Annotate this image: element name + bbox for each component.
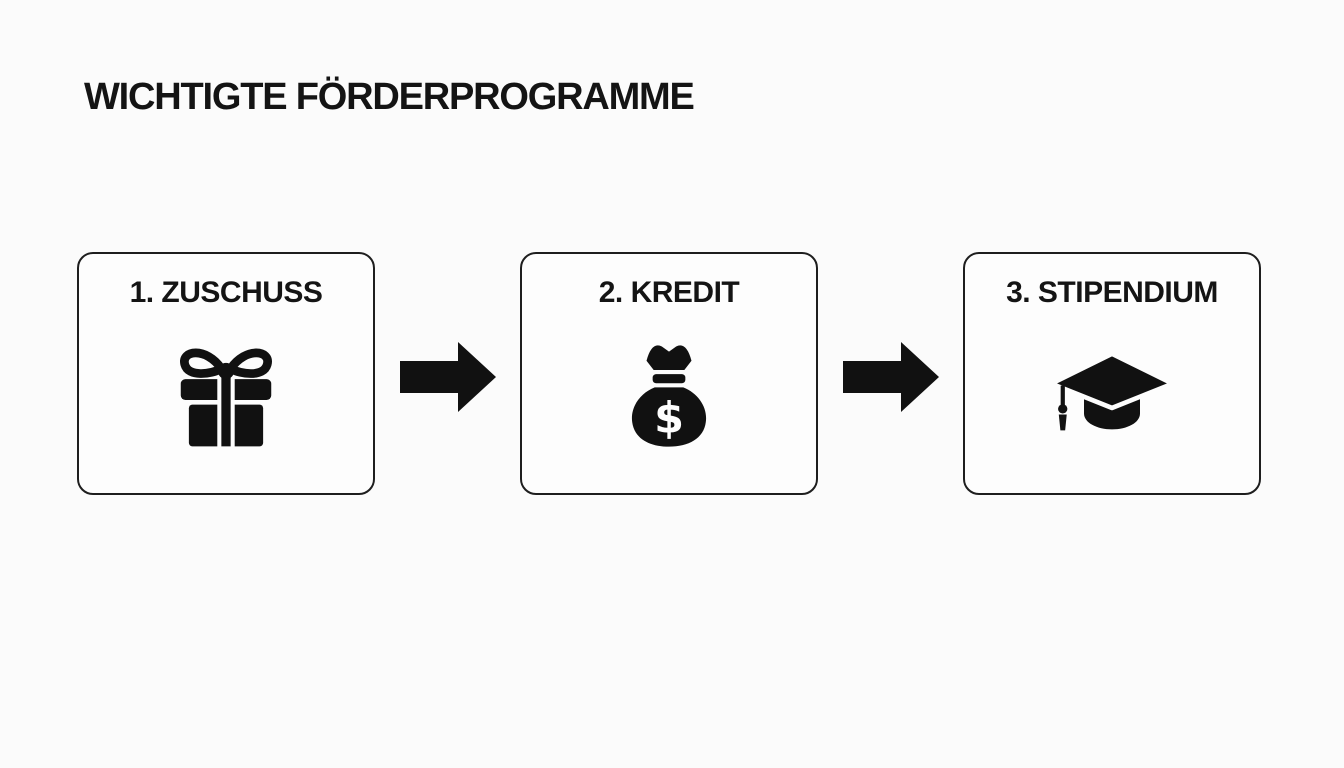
step-icon-wrap — [167, 310, 285, 493]
step-icon-wrap — [1042, 310, 1182, 493]
connector-cell — [375, 334, 520, 414]
arrow-right-icon — [842, 334, 939, 414]
page-title: WICHTIGTE FÖRDERPROGRAMME — [84, 76, 695, 118]
step-label: 1. ZUSCHUSS — [129, 276, 323, 309]
money-bag-icon: $ — [623, 334, 715, 457]
step-card-kredit: 2. KREDIT $ — [520, 252, 818, 495]
gift-icon — [167, 335, 285, 456]
step-label: 2. KREDIT — [598, 276, 740, 309]
step-card-zuschuss: 1. ZUSCHUSS — [77, 252, 375, 495]
connector-cell — [818, 334, 963, 414]
flow-row: 1. ZUSCHUSS — [77, 252, 1261, 495]
step-icon-wrap: $ — [623, 310, 715, 493]
step-card-stipendium: 3. STIPENDIUM — [963, 252, 1261, 495]
dollar-glyph: $ — [654, 393, 684, 443]
step-label: 3. STIPENDIUM — [1006, 276, 1218, 309]
arrow-right-icon — [399, 334, 496, 414]
graduation-cap-icon — [1042, 346, 1182, 445]
